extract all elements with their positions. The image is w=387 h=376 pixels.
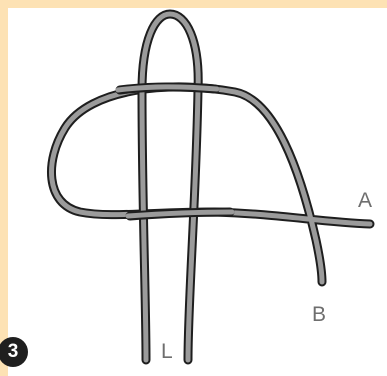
label-end-b: B	[312, 304, 326, 325]
label-loop-l: L	[161, 341, 173, 362]
cord-loop-l	[142, 14, 198, 360]
label-end-a: A	[358, 190, 372, 211]
cord-strand-a	[51, 87, 370, 282]
cord-crossing-overlay	[118, 87, 232, 216]
